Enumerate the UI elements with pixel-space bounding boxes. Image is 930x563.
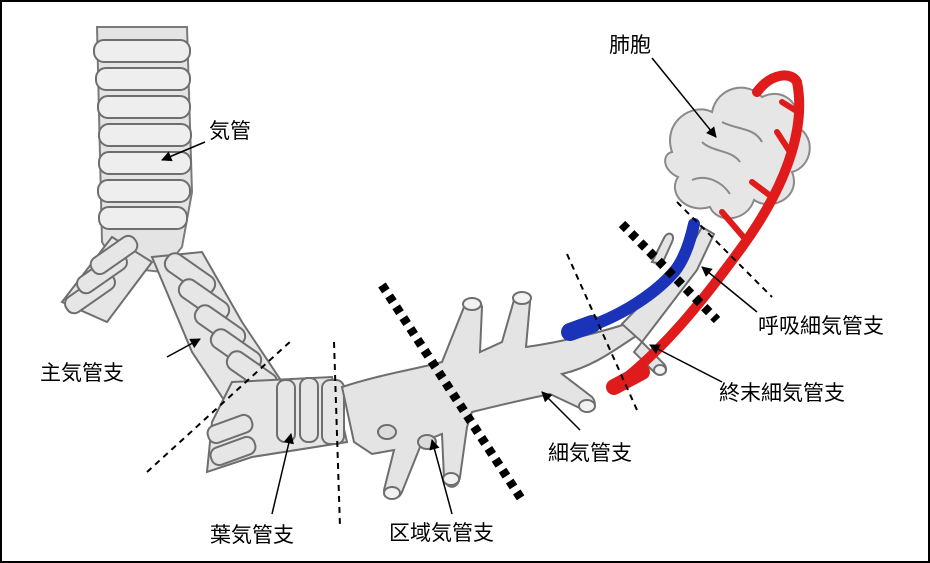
label-lobar-bronchus: 葉気管支	[210, 523, 294, 547]
label-bronchiole: 細気管支	[548, 441, 632, 465]
label-terminal-bronchiole: 終末細気管支	[719, 381, 845, 405]
label-respiratory-bronchiole: 呼吸細気管支	[758, 314, 884, 338]
trachea-rings	[94, 40, 191, 229]
label-trachea: 気管	[209, 119, 251, 143]
trachea-shape	[97, 27, 192, 272]
label-segmental-bronchus: 区域気管支	[389, 521, 494, 545]
label-alveolus: 肺胞	[609, 33, 651, 57]
label-main-bronchus: 主気管支	[40, 361, 124, 385]
lobar-bronchus-shape	[205, 377, 347, 472]
